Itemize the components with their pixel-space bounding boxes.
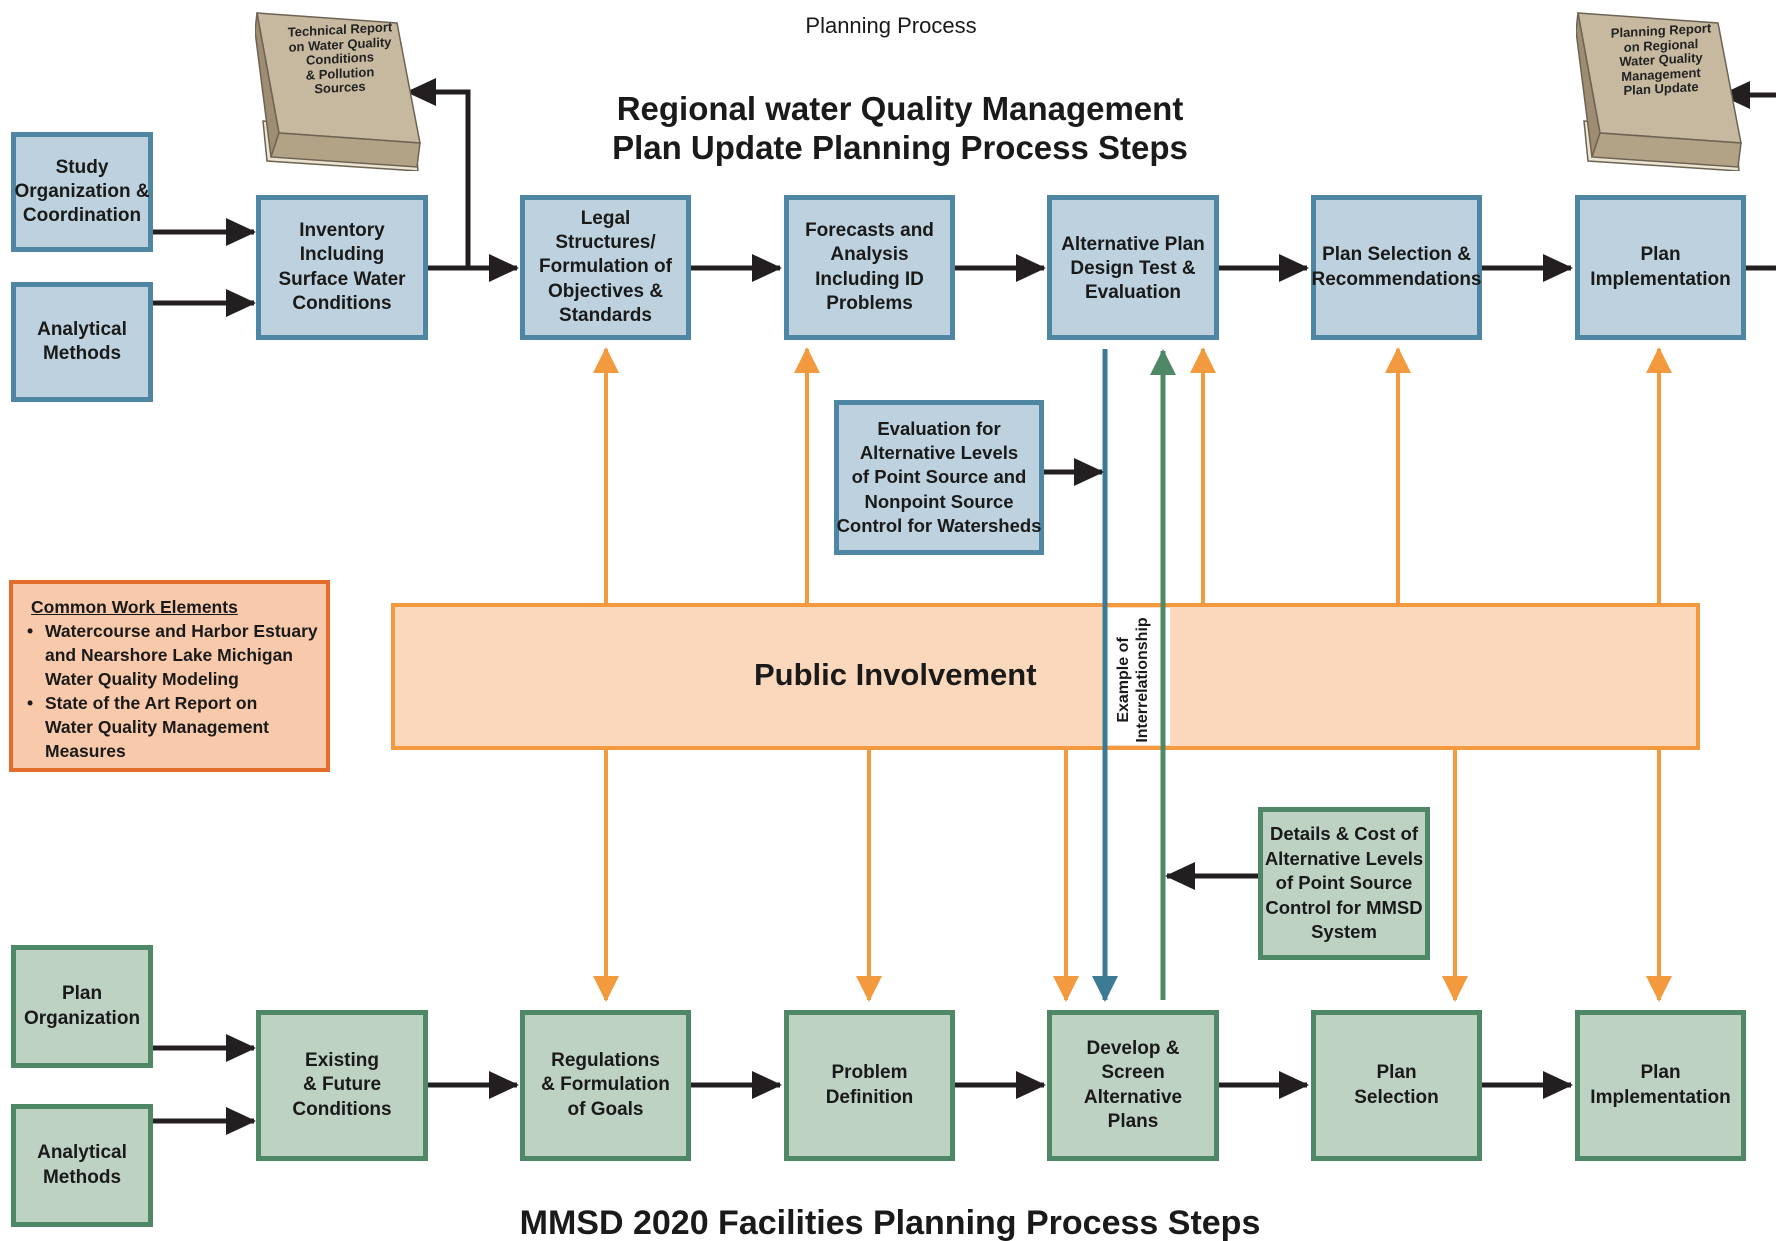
inventory-box: Inventory Including Surface Water Condit… [256,195,428,340]
page-label: Planning Process [805,13,977,38]
book-icon [1576,12,1742,171]
regulations-box: Regulations & Formulation of Goals [520,1010,691,1161]
mmsd-title: MMSD 2020 Facilities Planning Process St… [519,1204,1261,1241]
plan-organization-box: Plan Organization [11,945,153,1068]
forecasts-box: Forecasts and Analysis Including ID Prob… [784,195,955,340]
common-work-item: State of the Art Report on Water Quality… [23,692,318,764]
common-work-elements-title: Common Work Elements [31,597,238,617]
problem-definition-box: Problem Definition [784,1010,955,1161]
regional-analytical-methods-box: Analytical Methods [11,282,153,402]
common-work-elements-panel: Common Work Elements Watercourse and Har… [9,580,330,772]
develop-screen-box: Develop & Screen Alternative Plans [1047,1010,1219,1161]
book-icon [255,12,421,171]
regional-plan-implementation-box: Plan Implementation [1575,195,1746,340]
regional-title: Regional water Quality Management Plan U… [612,90,1188,166]
flow-arrows [153,78,1776,1135]
plan-selection-recommendations-box: Plan Selection & Recommendations [1311,195,1482,340]
legal-structures-box: Legal Structures/ Formulation of Objecti… [520,195,691,340]
planning-report-book: Planning Report on Regional Water Qualit… [1576,11,1746,171]
details-cost-box: Details & Cost of Alternative Levels of … [1258,807,1430,960]
public-involvement-band [391,603,1700,750]
mmsd-plan-selection-box: Plan Selection [1311,1010,1482,1161]
mmsd-plan-implementation-box: Plan Implementation [1575,1010,1746,1161]
public-involvement-label: Public Involvement [754,657,1037,692]
study-organization-box: Study Organization & Coordination [11,132,153,252]
evaluation-box: Evaluation for Alternative Levels of Poi… [834,400,1044,555]
interrelationship-gap [1104,608,1170,745]
mmsd-analytical-methods-box: Analytical Methods [11,1104,153,1227]
orange-arrows-down [593,748,1672,1002]
technical-report-book: Technical Report on Water Quality Condit… [255,11,425,171]
alternative-plan-box: Alternative Plan Design Test & Evaluatio… [1047,195,1219,340]
orange-arrows-up [593,347,1672,605]
common-work-item: Watercourse and Harbor Estuary and Nears… [23,620,318,692]
existing-conditions-box: Existing & Future Conditions [256,1010,428,1161]
